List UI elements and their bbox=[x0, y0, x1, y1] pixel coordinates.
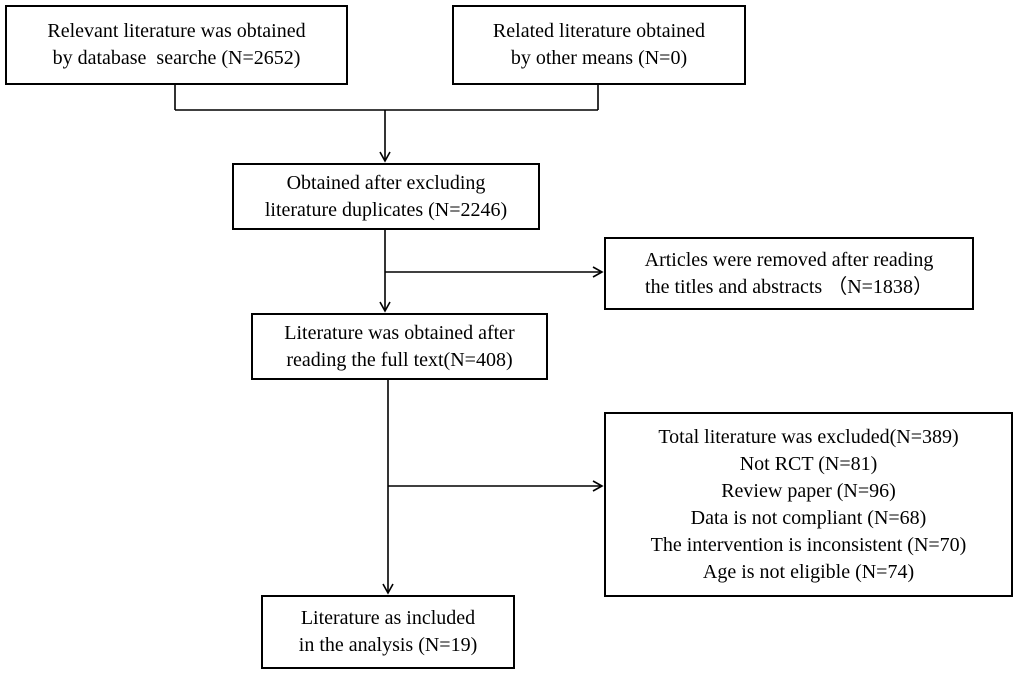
included-line-2: in the analysis (N=19) bbox=[298, 634, 478, 656]
full-text-box: Literature was obtained after reading th… bbox=[251, 313, 548, 380]
excluded-box: Total literature was excluded(N=389) Not… bbox=[604, 412, 1013, 597]
full-text-line-2: reading the full text(N=408) bbox=[286, 348, 513, 371]
excluded-total-line: Total literature was excluded(N=389) bbox=[658, 425, 959, 448]
included-line-1: Literature as included bbox=[300, 607, 476, 629]
after-duplicates-line-2: literature duplicates (N=2246) bbox=[264, 198, 508, 221]
removed-titles-line-1: Articles were removed after reading bbox=[644, 248, 934, 271]
excluded-not-rct-line: Not RCT (N=81) bbox=[739, 452, 878, 475]
other-means-box: Related literature obtained by other mea… bbox=[452, 5, 746, 85]
included-box: Literature as included in the analysis (… bbox=[261, 595, 515, 669]
other-means-line-2: by other means (N=0) bbox=[510, 47, 688, 69]
removed-titles-line-2: the titles and abstracts （N=1838） bbox=[645, 275, 933, 298]
full-text-line-1: Literature was obtained after bbox=[284, 321, 515, 344]
database-search-box: Relevant literature was obtained by data… bbox=[5, 5, 348, 85]
other-means-line-1: Related literature obtained bbox=[492, 20, 706, 42]
after-duplicates-box: Obtained after excluding literature dupl… bbox=[232, 163, 540, 230]
after-duplicates-line-1: Obtained after excluding bbox=[286, 171, 486, 194]
database-search-line-2: by database searche (N=2652) bbox=[52, 47, 301, 69]
database-search-line-1: Relevant literature was obtained bbox=[47, 20, 306, 42]
excluded-age-line: Age is not eligible (N=74) bbox=[702, 560, 915, 583]
excluded-data-line: Data is not compliant (N=68) bbox=[690, 506, 927, 529]
excluded-intervention-line: The intervention is inconsistent (N=70) bbox=[650, 533, 967, 556]
excluded-review-line: Review paper (N=96) bbox=[721, 479, 896, 502]
removed-titles-box: Articles were removed after reading the … bbox=[604, 237, 974, 310]
